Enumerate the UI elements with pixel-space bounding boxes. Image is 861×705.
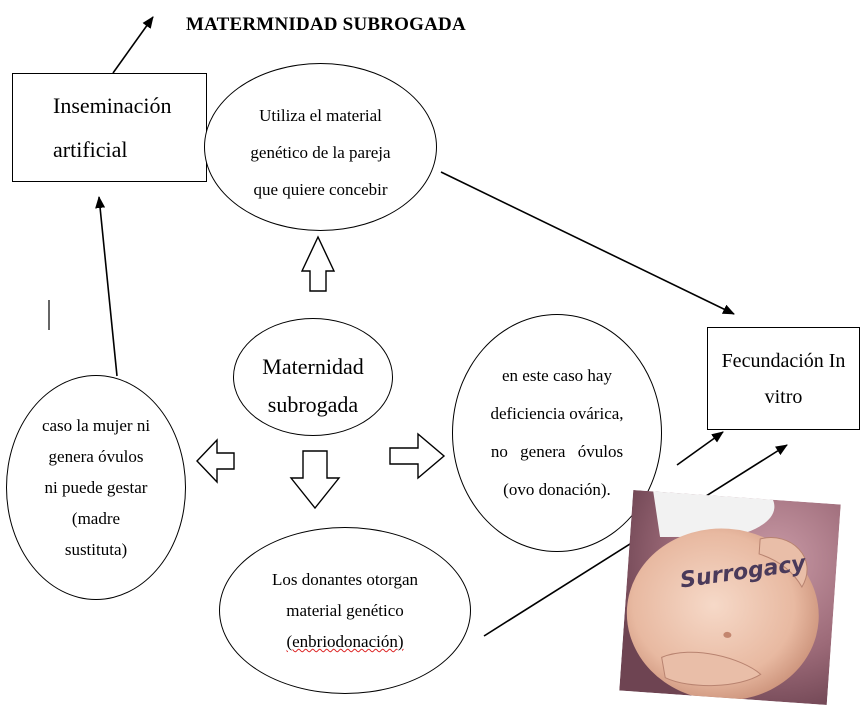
box-line: Fecundación In xyxy=(721,349,846,372)
oval-madre-sustituta: caso la mujer ni genera óvulos ni puede … xyxy=(6,375,186,600)
arrow-ovica-to-fecundacion xyxy=(676,431,724,466)
oval-line: en este caso hay xyxy=(502,366,612,385)
block-arrow-left xyxy=(196,438,235,484)
oval-line: (madre xyxy=(71,509,121,528)
oval-line: (enbriodonación) xyxy=(286,632,404,651)
oval-line: caso la mujer ni xyxy=(41,416,151,435)
block-arrow-up xyxy=(300,235,336,292)
oval-line: ni puede gestar xyxy=(44,478,148,497)
oval-line: Los donantes otorgan xyxy=(271,570,419,589)
oval-line: genera óvulos xyxy=(48,447,144,466)
oval-line: deficiencia ovárica, xyxy=(490,404,624,423)
arrow-sustituta-to-inseminacion xyxy=(95,196,118,377)
oval-line: material genético xyxy=(286,601,404,620)
oval-line: Maternidad xyxy=(262,354,364,379)
oval-material-genetico-pareja: Utiliza el material genético de la parej… xyxy=(204,63,437,231)
block-arrow-down xyxy=(289,450,341,510)
arrow-genetico-to-fecundacion xyxy=(440,171,735,315)
block-arrow-right xyxy=(389,432,446,480)
oval-deficiencia-ovarica: en este caso hay deficiencia ovárica, no… xyxy=(452,314,662,552)
oval-maternidad-subrogada: Maternidad subrogada xyxy=(233,318,393,436)
box-line: vitro xyxy=(764,385,803,408)
oval-line: Utiliza el material xyxy=(259,105,382,125)
oval-line: genético de la pareja xyxy=(250,142,391,162)
oval-donantes-material-genetico: Los donantes otorgan material genético (… xyxy=(219,527,471,694)
oval-line: que quiere concebir xyxy=(253,179,388,199)
box-fecundacion-in-vitro: Fecundación In vitro xyxy=(707,327,860,430)
arrow-box-to-title xyxy=(112,16,154,74)
oval-line: sustituta) xyxy=(64,540,128,559)
box-inseminacion-artificial: Inseminación artificial xyxy=(12,73,207,182)
pregnant-belly-illustration xyxy=(619,489,841,705)
box-line: artificial xyxy=(53,136,128,162)
oval-line: subrogada xyxy=(267,392,359,417)
box-line: Inseminación xyxy=(53,92,172,118)
surrogacy-photo: Surrogacy xyxy=(619,489,841,705)
oval-line: no genera óvulos xyxy=(490,442,624,461)
page-title: MATERMNIDAD SUBROGADA xyxy=(186,14,466,35)
oval-line: (ovo donación). xyxy=(503,480,611,499)
